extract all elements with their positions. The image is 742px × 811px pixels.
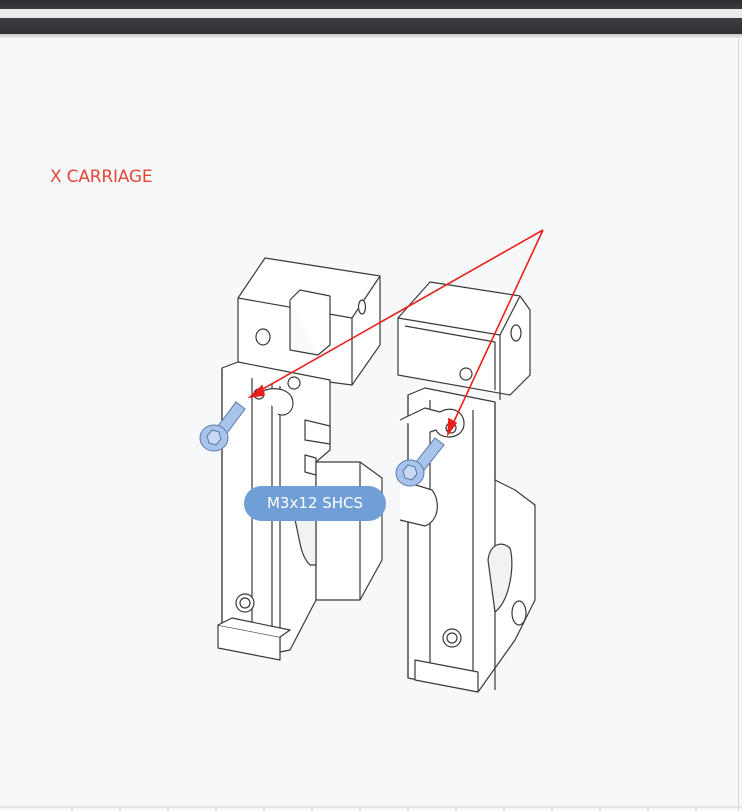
assembly-canvas <box>0 38 742 811</box>
screw-icon <box>395 437 445 487</box>
window-title-bar <box>0 0 742 38</box>
left-carriage-part <box>217 257 383 661</box>
right-carriage-part <box>397 281 536 693</box>
bottom-ruler <box>0 805 742 811</box>
callout-arrows <box>247 229 544 437</box>
screw-callout-label: M3x12 SHCS <box>244 486 386 521</box>
right-border <box>738 38 739 811</box>
screw-icon <box>199 401 246 452</box>
section-title: X CARRIAGE <box>50 167 153 187</box>
